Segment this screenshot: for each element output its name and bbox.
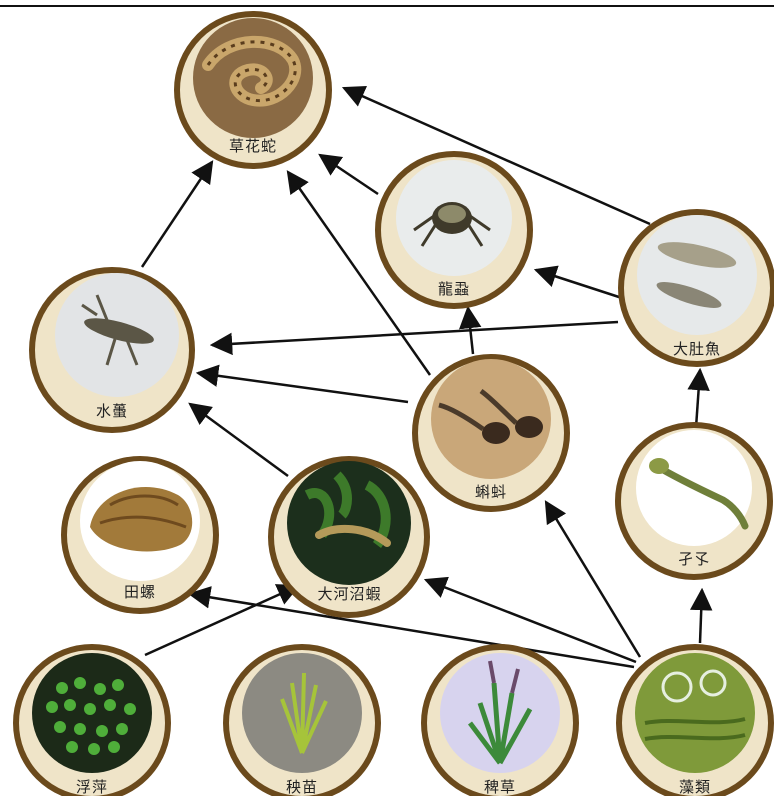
node-label: 浮萍 xyxy=(12,776,172,796)
node-label: 水蠆 xyxy=(27,400,197,421)
node-duckweed: 浮萍 xyxy=(12,643,172,796)
node-label: 草花蛇 xyxy=(173,135,333,156)
node-larva: 孑孓 xyxy=(613,420,774,582)
node-label: 藻類 xyxy=(615,776,774,796)
node-label: 田螺 xyxy=(60,581,220,602)
node-snake: 草花蛇 xyxy=(173,10,333,170)
node-algae: 藻類 xyxy=(615,643,774,796)
node-label: 孑孓 xyxy=(613,548,774,569)
barnyard-grass-photo xyxy=(420,643,580,796)
node-fish: 大肚魚 xyxy=(617,203,774,373)
node-shrimp: 大河沼蝦 xyxy=(267,455,432,620)
node-beetle: 龍蝨 xyxy=(374,150,534,310)
duckweed-photo xyxy=(12,643,172,796)
arrow-tadpole-to-nymph xyxy=(198,373,408,402)
node-label: 蝌蚪 xyxy=(411,481,571,502)
arrow-algae-to-larva xyxy=(700,590,702,643)
node-grass: 稗草 xyxy=(420,643,580,796)
node-nymph: 水蠆 xyxy=(27,265,197,435)
algae-photo xyxy=(615,643,774,796)
rice-seedling-photo xyxy=(222,643,382,796)
node-label: 大河沼蝦 xyxy=(267,583,432,604)
node-label: 稗草 xyxy=(420,776,580,796)
node-label: 秧苗 xyxy=(222,776,382,796)
node-label: 大肚魚 xyxy=(617,338,774,359)
arrow-fish-to-nymph xyxy=(212,322,618,345)
node-snail: 田螺 xyxy=(60,455,220,615)
arrow-nymph-to-snake xyxy=(142,162,212,267)
node-label: 龍蝨 xyxy=(374,278,534,299)
node-seedling: 秧苗 xyxy=(222,643,382,796)
node-tadpole: 蝌蚪 xyxy=(411,353,571,513)
arrow-fish-to-beetle xyxy=(536,270,622,298)
